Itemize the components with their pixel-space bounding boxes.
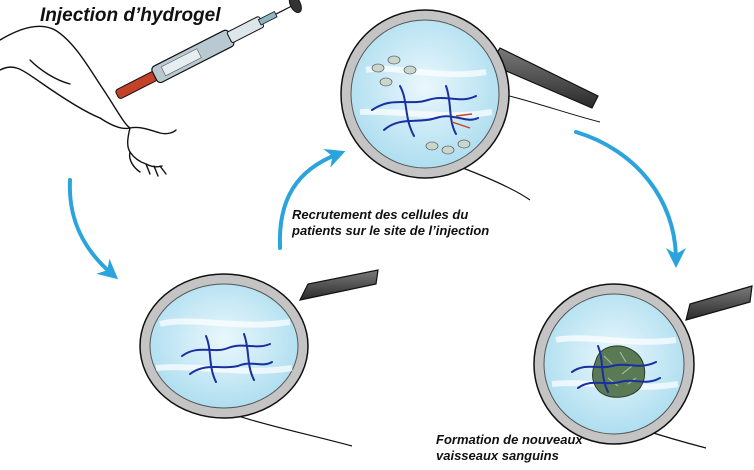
blood-vessel-icon <box>571 345 661 393</box>
arm-icon <box>0 25 177 177</box>
magnifier-icon <box>533 283 753 449</box>
caption-recruitment-line-2: patients sur le site de l’injection <box>292 222 490 238</box>
arrow-lens1-to-lens2 <box>277 148 346 250</box>
blood-vessel-icon <box>181 333 273 383</box>
arrow-lens2-to-lens3 <box>574 130 686 268</box>
caption-recruitment-line-1: Recrutement des cellules du <box>292 207 469 222</box>
syringe-icon <box>115 0 302 99</box>
caption-formation: Formation de nouveaux vaisseaux sanguins <box>436 432 583 464</box>
curved-arrow-icon <box>67 130 686 280</box>
blood-vessel-icon <box>371 85 479 137</box>
caption-recruitment: Recrutement des cellules du patients sur… <box>292 207 489 239</box>
caption-formation-line-1: Formation de nouveaux <box>436 432 583 447</box>
magnifier-icon <box>340 9 601 201</box>
cell-icon <box>371 55 471 155</box>
diagram-title: Injection d’hydrogel <box>40 5 221 26</box>
magnifier-icon <box>139 269 379 447</box>
caption-formation-line-2: vaisseaux sanguins <box>436 447 559 463</box>
arrow-injection-to-lens1 <box>67 178 119 280</box>
